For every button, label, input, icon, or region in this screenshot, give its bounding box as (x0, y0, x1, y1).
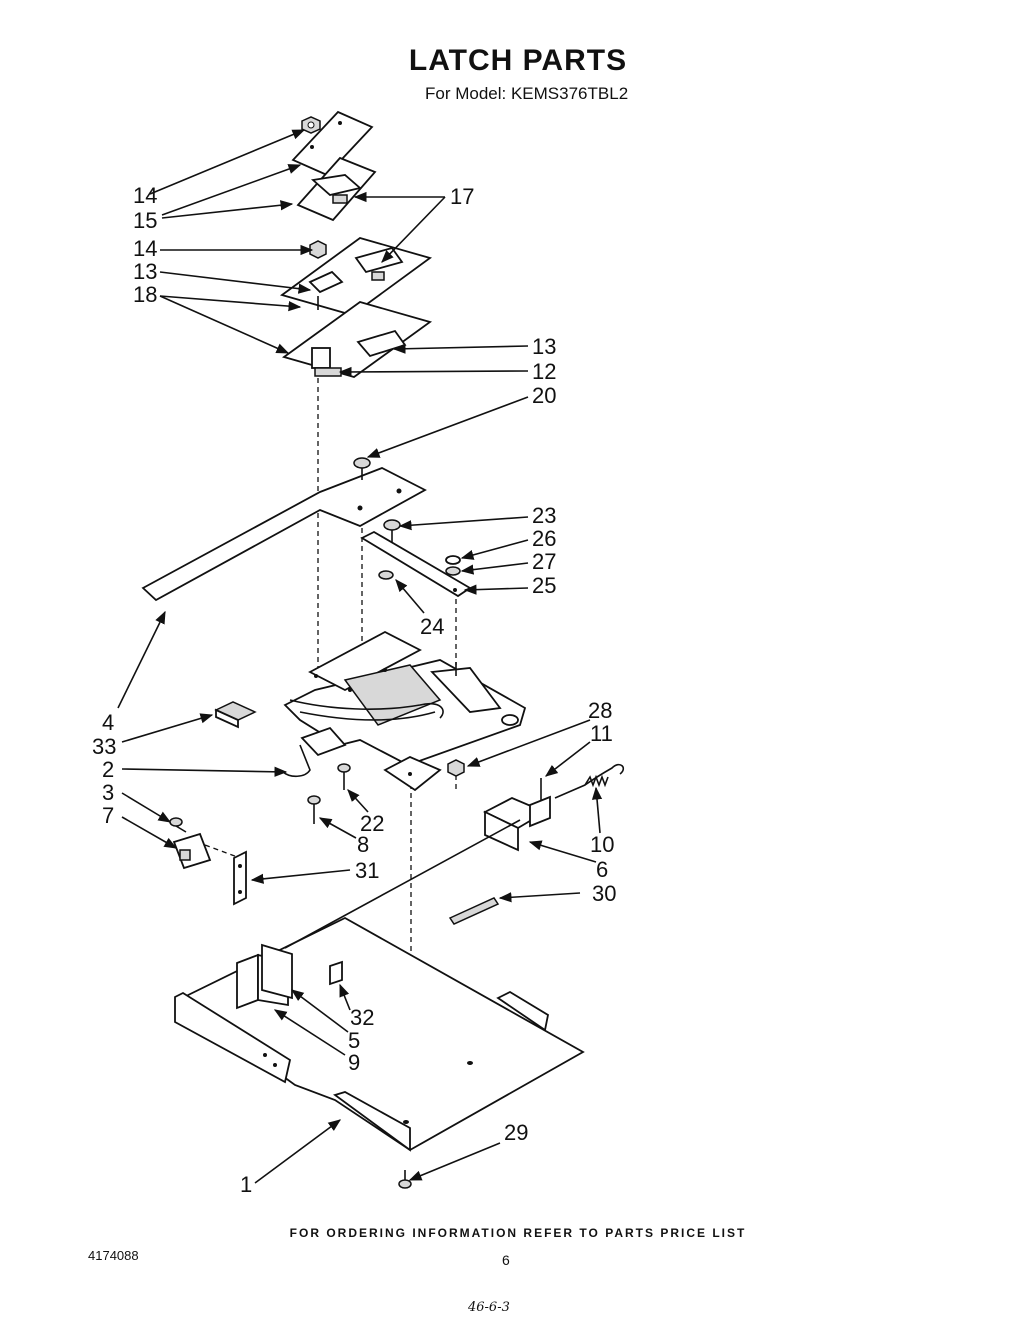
callout-4: 4 (102, 710, 114, 735)
lower-switch-plate (281, 301, 433, 378)
document-number: 4174088 (88, 1248, 139, 1263)
callout-2: 2 (102, 757, 114, 782)
callout-29: 29 (504, 1120, 528, 1145)
callout-28: 28 (588, 698, 612, 723)
screw-icon (398, 1170, 412, 1189)
nut-icon (309, 240, 327, 259)
callout-3: 3 (102, 780, 114, 805)
small-block-part (214, 701, 257, 729)
small-tab-part (329, 960, 343, 986)
callout-15: 15 (133, 208, 157, 233)
callout-13: 13 (532, 334, 556, 359)
callout-23: 23 (532, 503, 556, 528)
washer-icon (378, 555, 461, 580)
hook-part (282, 744, 311, 778)
callout-6: 6 (596, 857, 608, 882)
callout-12: 12 (532, 359, 556, 384)
bracket-part (233, 850, 247, 906)
callout-8: 8 (357, 832, 369, 857)
latch-bracket (482, 795, 551, 852)
callout-5: 5 (348, 1028, 360, 1053)
ordering-note: FOR ORDERING INFORMATION REFER TO PARTS … (289, 1226, 747, 1240)
callout-14: 14 (133, 236, 157, 261)
callout-11: 11 (590, 721, 613, 746)
page-title: LATCH PARTS (408, 44, 628, 77)
callout-labels: 14 15 17 14 13 18 13 12 20 23 26 27 25 2… (92, 183, 616, 1197)
handwritten-note: 46-6-3 (468, 1300, 510, 1315)
spring-part (554, 763, 625, 799)
callout-27: 27 (532, 549, 556, 574)
callout-33: 33 (92, 734, 116, 759)
callout-24: 24 (420, 614, 444, 639)
page-number: 6 (502, 1252, 510, 1268)
pin-icon (353, 457, 371, 480)
callout-30: 30 (592, 881, 616, 906)
pin-icon (383, 519, 401, 542)
callout-7: 7 (102, 803, 114, 828)
upper-switch-assembly (296, 156, 377, 222)
top-switch-plate (291, 110, 374, 177)
nut-icon (447, 759, 465, 777)
interlock-switch (172, 832, 212, 870)
mounting-bracket-rear (261, 943, 293, 1000)
callout-1: 1 (240, 1172, 252, 1197)
leader-lines (117, 129, 603, 1184)
callout-22: 22 (360, 811, 384, 836)
model-subtitle: For Model: KEMS376TBL2 (425, 84, 629, 103)
callout-9: 9 (348, 1050, 360, 1075)
rod-part (448, 897, 500, 925)
nut-icon (301, 116, 321, 134)
callout-18: 18 (133, 282, 157, 307)
callout-25: 25 (532, 573, 556, 598)
latch-base-assembly (283, 630, 527, 792)
latch-arm-shield (141, 467, 427, 602)
callout-13: 13 (133, 259, 157, 284)
callout-20: 20 (532, 383, 556, 408)
callout-10: 10 (590, 832, 614, 857)
screw-icon (169, 763, 351, 833)
callout-31: 31 (355, 858, 379, 883)
callout-17: 17 (450, 184, 474, 209)
callout-26: 26 (532, 526, 556, 551)
callout-14: 14 (133, 183, 157, 208)
callout-32: 32 (350, 1005, 374, 1030)
